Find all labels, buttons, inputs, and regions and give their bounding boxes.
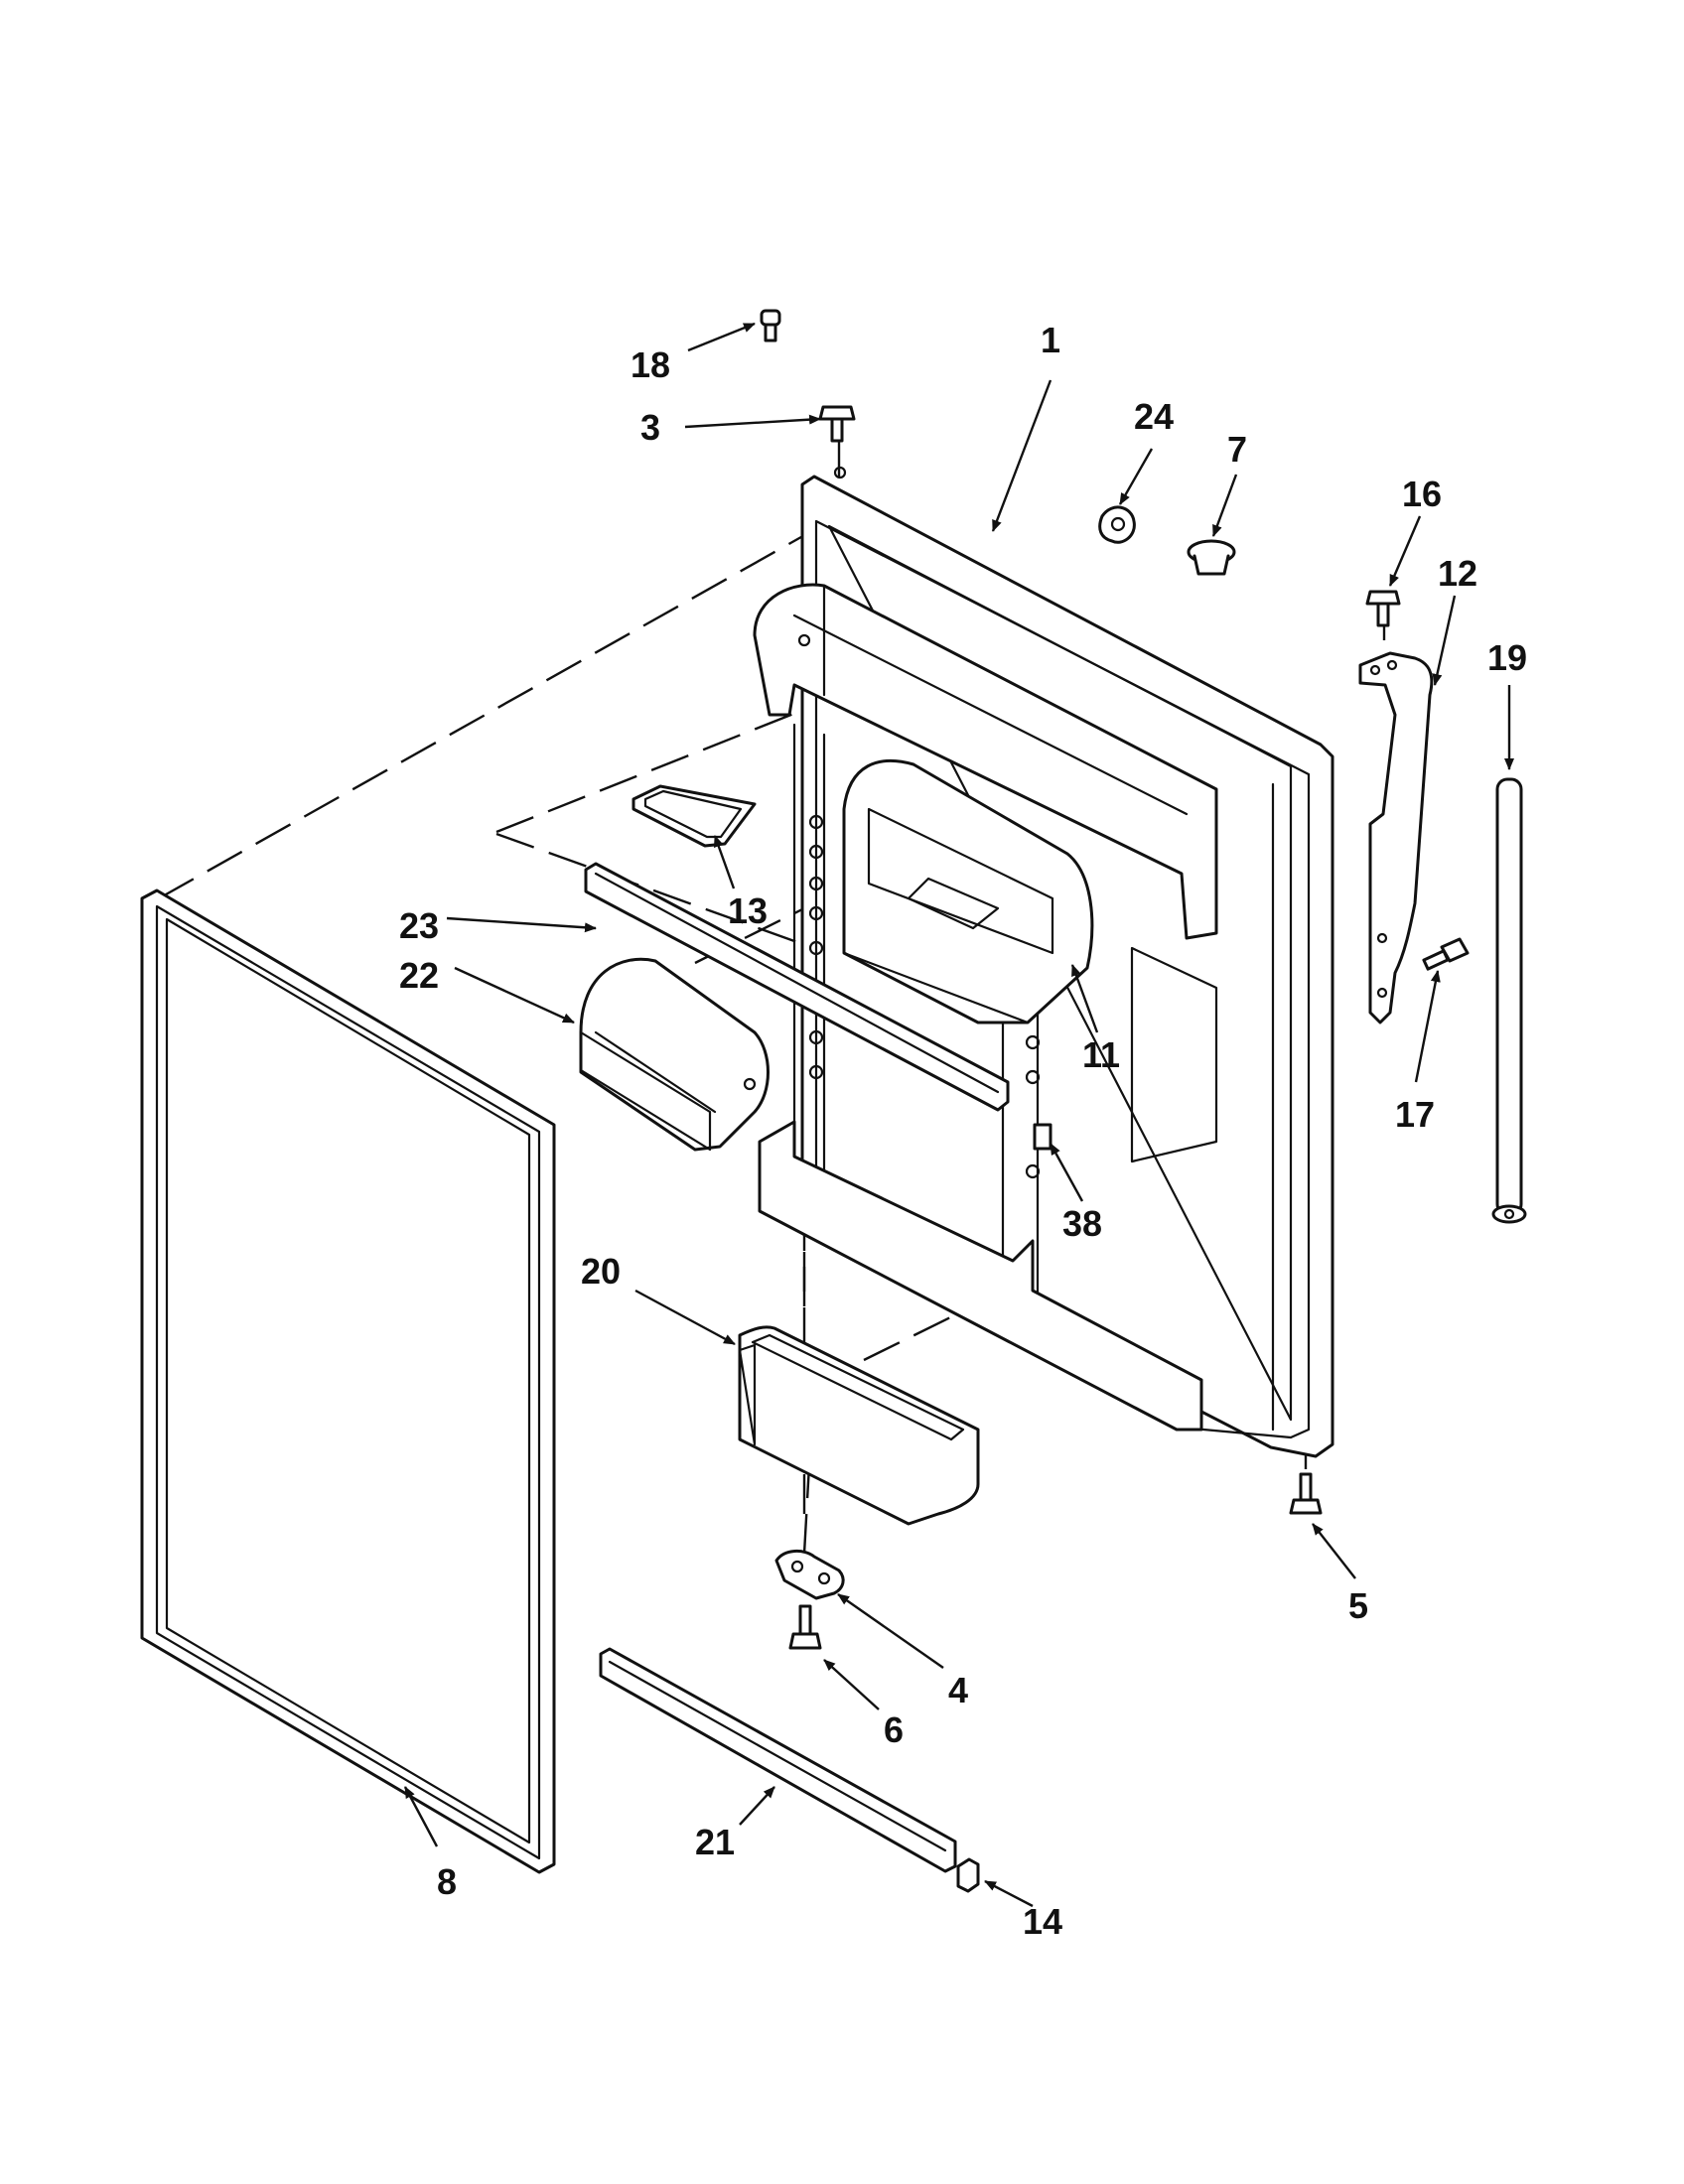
trim-end-cap-part xyxy=(956,1857,980,1893)
callout-1: 1 xyxy=(1041,320,1060,360)
dairy-compartment-part xyxy=(842,759,1094,1024)
callout-16: 16 xyxy=(1402,474,1442,514)
utility-compartment-part xyxy=(579,957,770,1152)
callout-13: 13 xyxy=(728,890,768,931)
callout-21: 21 xyxy=(695,1822,735,1862)
callout-22: 22 xyxy=(399,955,439,996)
hole-plug-part xyxy=(1187,539,1236,576)
callout-5: 5 xyxy=(1348,1585,1368,1626)
callout-38: 38 xyxy=(1062,1203,1102,1244)
door-handle-part xyxy=(1358,651,1434,1024)
plug-button-part xyxy=(760,309,781,342)
callout-7: 7 xyxy=(1227,429,1247,470)
handle-screw-part xyxy=(1365,590,1401,627)
callout-17: 17 xyxy=(1395,1094,1435,1135)
door-bin-part xyxy=(738,1325,980,1526)
callout-12: 12 xyxy=(1438,553,1477,594)
callout-11: 11 xyxy=(1082,1034,1120,1075)
door-gasket-part xyxy=(140,888,556,1874)
handle-trim-part xyxy=(1491,777,1527,1224)
dairy-pad-part xyxy=(632,784,757,848)
callout-20: 20 xyxy=(581,1251,621,1292)
bottom-hinge-part xyxy=(774,1550,845,1600)
door-screw-part xyxy=(1289,1472,1323,1515)
callout-labels: 18 3 1 24 7 16 12 19 13 23 22 11 17 38 2… xyxy=(399,320,1527,1942)
leader-lines xyxy=(403,322,1514,1908)
callout-8: 8 xyxy=(437,1861,457,1902)
callout-14: 14 xyxy=(1023,1901,1062,1942)
bottom-trim-part xyxy=(599,1647,957,1873)
callout-6: 6 xyxy=(884,1709,904,1750)
shelf-stop-part xyxy=(1033,1123,1052,1151)
callout-19: 19 xyxy=(1487,637,1527,678)
handle-mount-screw-part xyxy=(1422,937,1470,971)
callout-18: 18 xyxy=(631,344,670,385)
top-screw-part xyxy=(818,405,856,443)
callout-4: 4 xyxy=(948,1670,968,1710)
door-cam-part xyxy=(1098,505,1136,544)
callout-23: 23 xyxy=(399,905,439,946)
shelf-retainer-part xyxy=(584,862,1010,1112)
callout-24: 24 xyxy=(1134,396,1174,437)
callout-3: 3 xyxy=(640,407,660,448)
hinge-screw-part xyxy=(788,1604,822,1650)
